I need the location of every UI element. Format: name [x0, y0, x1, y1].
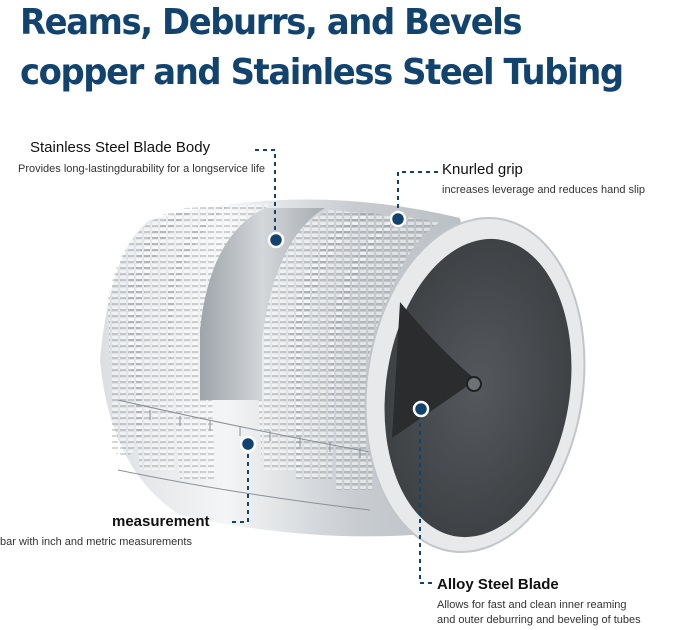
headline-line-2: copper and Stainless Steel Tubing	[20, 52, 624, 93]
callout-measurement-desc: bar with inch and metric measurements	[0, 536, 192, 548]
callout-blade-desc-1: Allows for fast and clean inner reaming	[437, 599, 627, 611]
headline-line-1: Reams, Deburrs, and Bevels	[20, 2, 523, 43]
smooth-band	[200, 208, 325, 400]
marker-body	[267, 231, 285, 249]
marker-grip	[389, 210, 407, 228]
callout-markers	[239, 210, 430, 453]
leader-lines	[232, 149, 438, 584]
marker-measurement	[239, 435, 257, 453]
callout-grip-desc: increases leverage and reduces hand slip	[442, 184, 646, 196]
measurement-scale	[117, 399, 371, 511]
knurled-rings	[108, 204, 440, 490]
callout-body-title: Stainless Steel Blade Body	[30, 139, 211, 156]
callout-grip-title: Knurled grip	[442, 161, 523, 178]
callout-blade-title: Alloy Steel Blade	[437, 576, 559, 593]
callout-body-desc: Provides long-lastingdurability for a lo…	[18, 163, 266, 175]
blade-pivot	[466, 376, 482, 392]
callout-blade-desc-2: and outer deburring and beveling of tube…	[437, 614, 641, 626]
blade	[392, 302, 476, 438]
callout-measurement-title: measurement	[112, 513, 210, 530]
marker-blade	[412, 400, 430, 418]
